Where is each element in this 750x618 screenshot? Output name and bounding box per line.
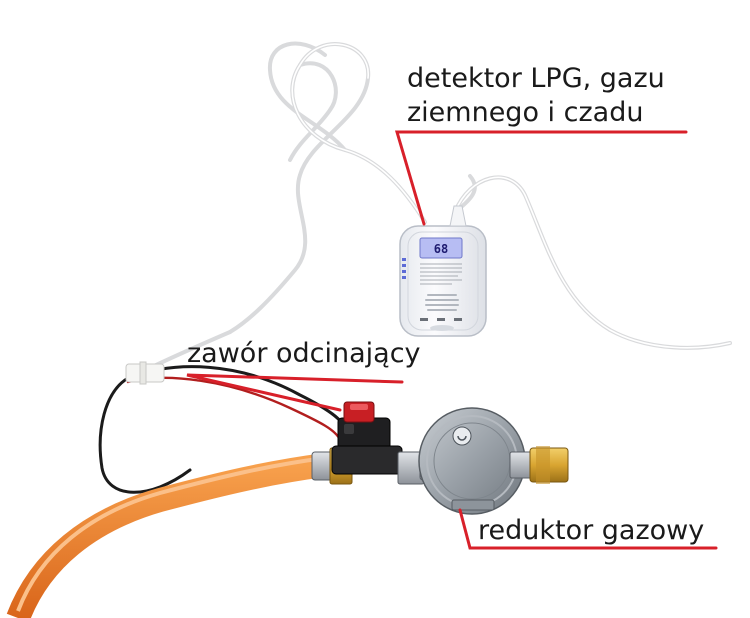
reducer-callout-line xyxy=(458,508,718,550)
detector-power-cable-highlight xyxy=(291,43,731,349)
shutoff-valve xyxy=(311,401,425,485)
cable-connector xyxy=(125,361,165,385)
reducer-label: reduktor gazowy xyxy=(478,515,705,546)
callout-lines xyxy=(186,130,718,550)
detector-callout-line xyxy=(394,130,688,226)
gas-reducer xyxy=(418,407,569,515)
detector-label-line2: ziemnego i czadu xyxy=(407,97,644,128)
valve-callout-line xyxy=(186,373,404,412)
valve-label: zawór odcinający xyxy=(187,338,421,369)
detector-lcd xyxy=(419,237,463,259)
detector-label: detektor LPG, gazu ziemnego i czadu xyxy=(407,62,665,130)
detector-label-line1: detektor LPG, gazu xyxy=(407,63,665,94)
detector-lcd-reading: 68 xyxy=(434,242,448,256)
gas-detector: 68 xyxy=(399,205,487,337)
gas-hose xyxy=(6,453,327,618)
